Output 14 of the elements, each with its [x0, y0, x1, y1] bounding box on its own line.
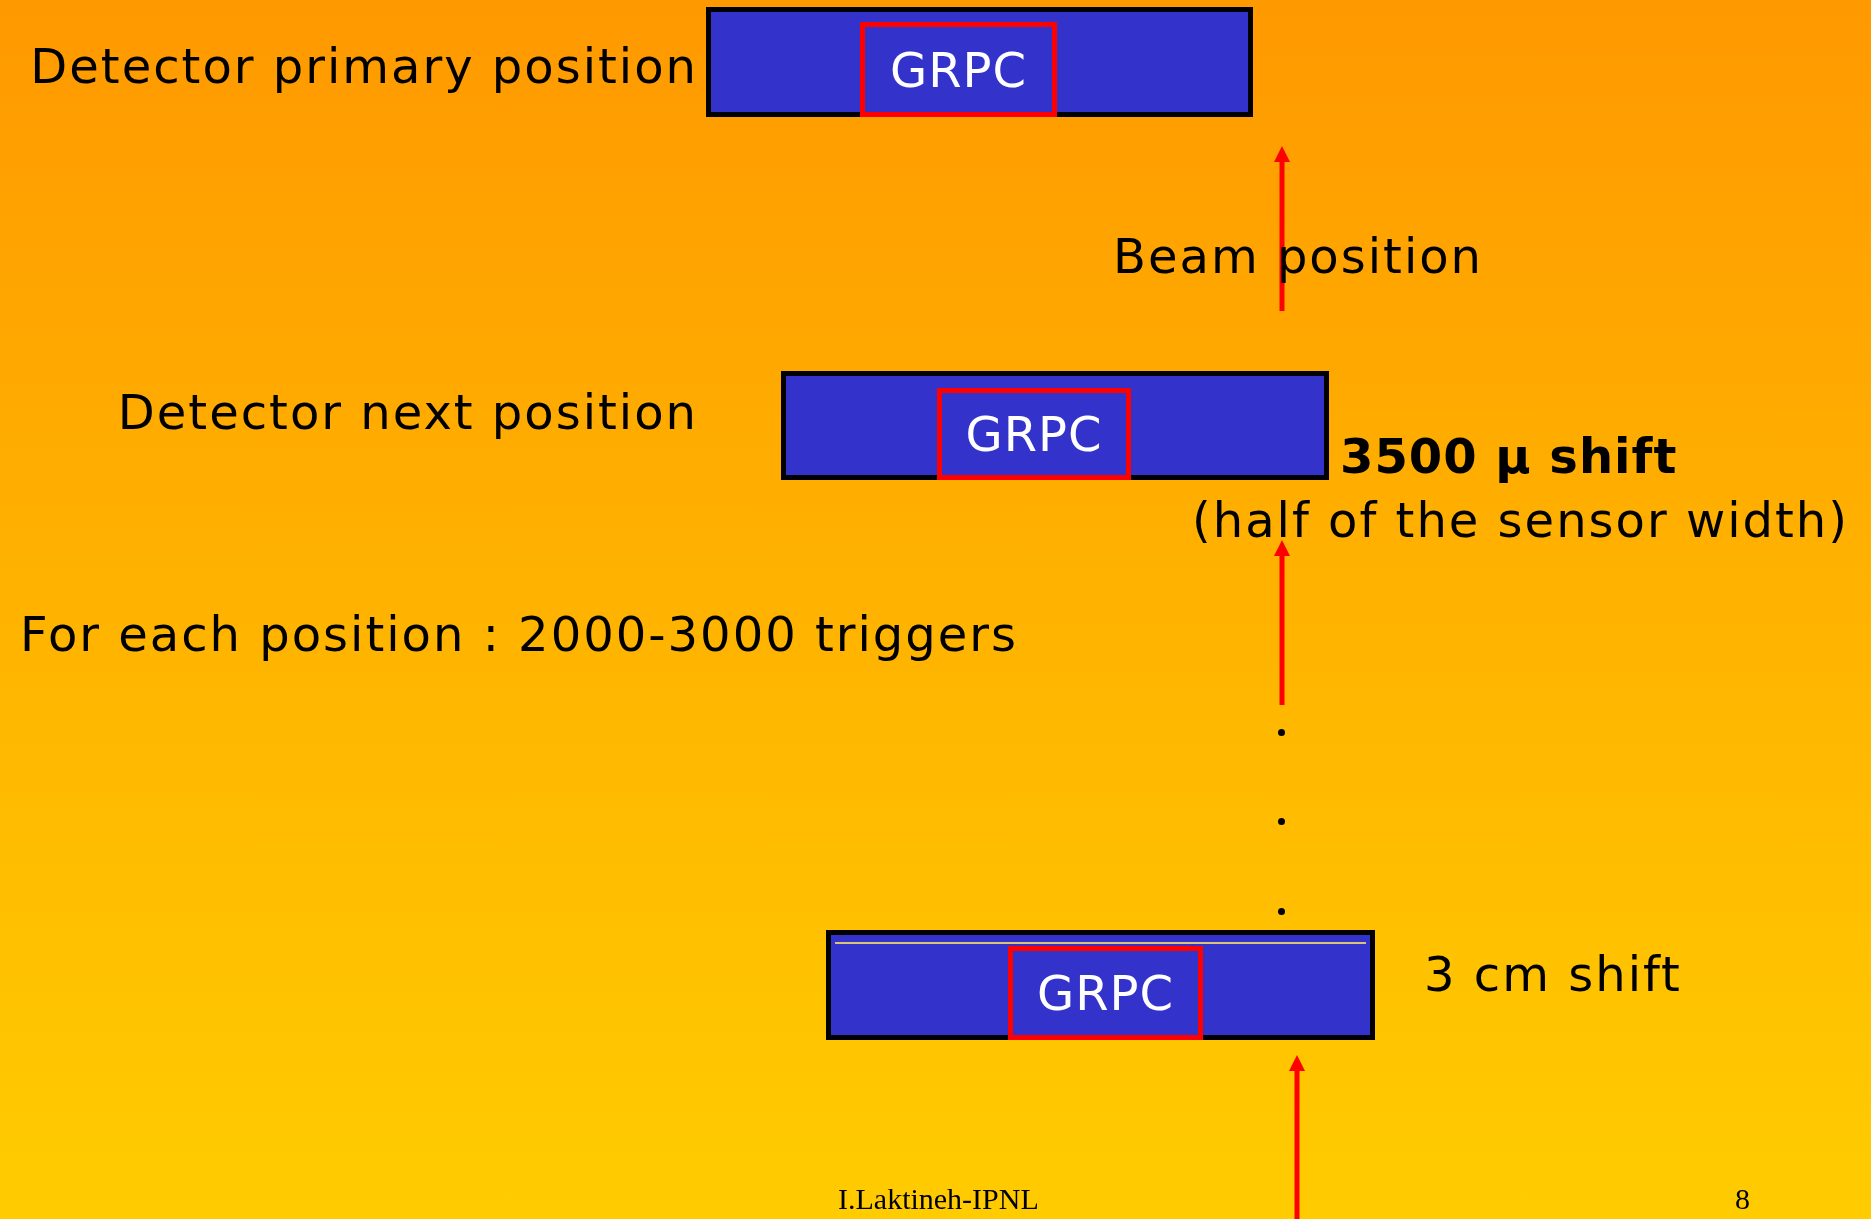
annotation-text: For each position : 2000-3000 triggers [20, 605, 1019, 664]
detector-plate [781, 371, 1329, 480]
position-caption: 3 cm shift [1424, 945, 1683, 1004]
annotation-text: 3500 μ shift [1340, 427, 1678, 486]
detector-plate [826, 930, 1375, 1040]
sensor-label: GRPC [937, 388, 1131, 480]
footer-text: 8 [1735, 1181, 1750, 1217]
sensor-label: GRPC [1008, 946, 1203, 1040]
position-caption: Detector primary position [29, 37, 698, 96]
annotation-text: (half of the sensor width) [1192, 491, 1849, 550]
detector-plate [706, 7, 1253, 117]
sensor-label: GRPC [860, 22, 1057, 117]
footer-text: I.Laktineh-IPNL [838, 1181, 1039, 1217]
position-caption: Detector next position [116, 383, 698, 442]
